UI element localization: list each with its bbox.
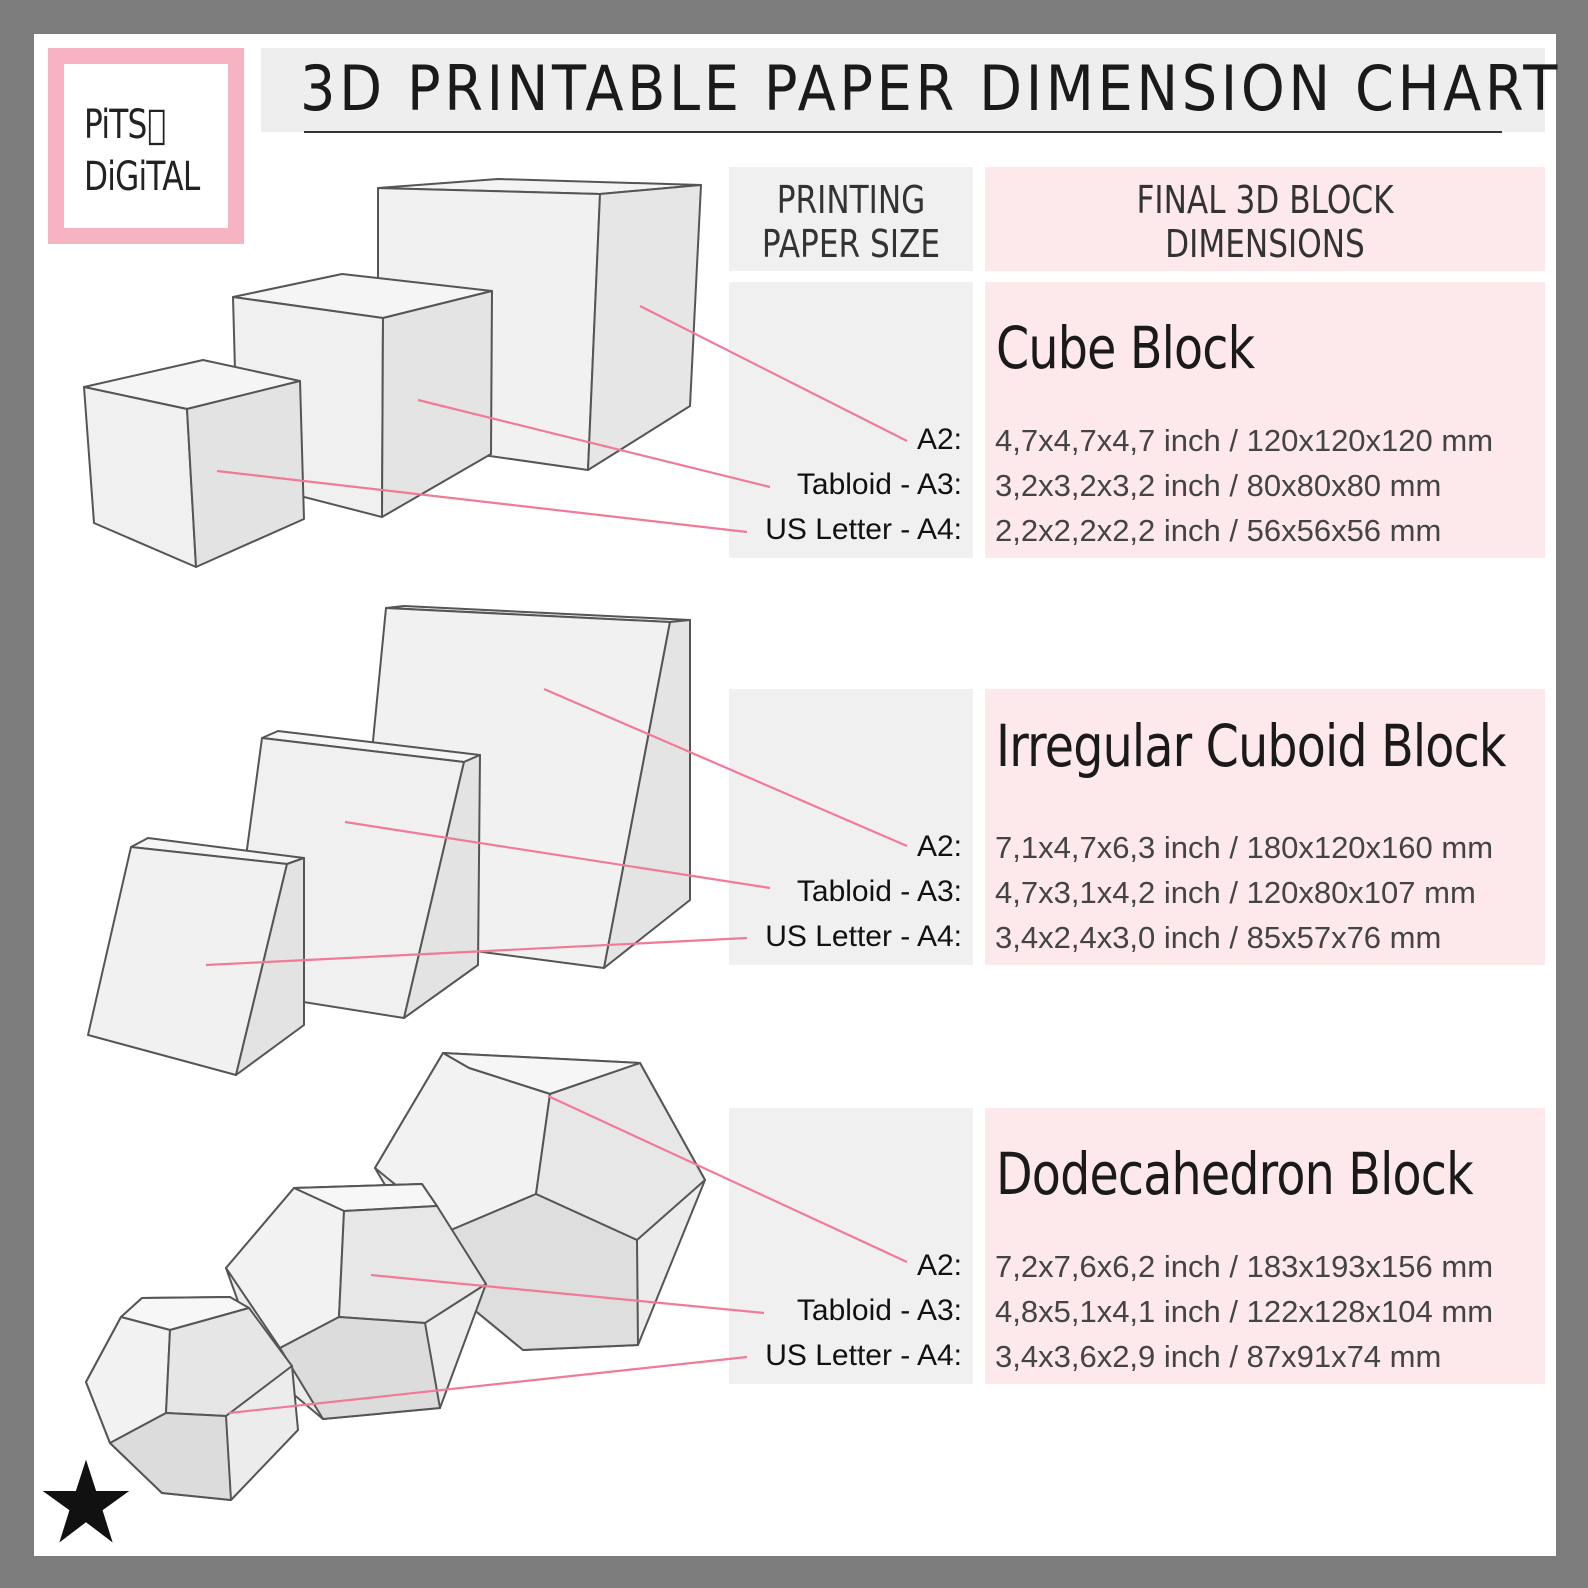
cube-dims-a4: 2,2x2,2x2,2 inch / 56x56x56 mm bbox=[995, 513, 1442, 548]
leader-dodeca-a2 bbox=[547, 1095, 908, 1263]
dodeca-size-cell bbox=[729, 1108, 973, 1384]
header-final-dims: FINAL 3D BLOCK DIMENSIONS bbox=[1035, 178, 1494, 266]
leader-cube-a4 bbox=[216, 469, 748, 534]
leader-dodeca-a3 bbox=[370, 1273, 765, 1315]
cuboid-size-a4: US Letter - A4: bbox=[765, 920, 962, 953]
dodeca-dims-cell bbox=[985, 1108, 1545, 1384]
cuboid-size-a3: Tabloid - A3: bbox=[796, 875, 962, 908]
page-title: 3D PRINTABLE PAPER DIMENSION CHART bbox=[300, 52, 1561, 125]
leader-lines bbox=[205, 305, 908, 1415]
cube-size-a4: US Letter - A4: bbox=[765, 513, 962, 546]
star-icon bbox=[42, 1459, 130, 1543]
leader-cube-a2 bbox=[639, 305, 908, 442]
cube-size-cell bbox=[729, 282, 973, 558]
dodeca-dims-a3: 4,8x5,1x4,1 inch / 122x128x104 mm bbox=[995, 1294, 1494, 1329]
cube-dims-a3: 3,2x3,2x3,2 inch / 80x80x80 mm bbox=[995, 468, 1442, 503]
cube-small-illustration bbox=[83, 359, 305, 568]
dodeca-small-illustration bbox=[85, 1296, 299, 1501]
title-bar bbox=[261, 48, 1545, 132]
header-paper-size-line1: PRINTING bbox=[776, 178, 926, 222]
cuboid-block-title: Irregular Cuboid Block bbox=[996, 712, 1506, 780]
header-paper-size: PRINTING PAPER SIZE bbox=[751, 178, 951, 266]
cuboid-size-a2: A2: bbox=[916, 830, 962, 863]
cuboid-dims-a3: 4,7x3,1x4,2 inch / 120x80x107 mm bbox=[995, 875, 1476, 910]
header-final-dims-line1: FINAL 3D BLOCK bbox=[1136, 178, 1394, 222]
header-paper-size-line2: PAPER SIZE bbox=[761, 222, 941, 266]
cuboid-dims-cell bbox=[985, 689, 1545, 965]
logo-line-2: DiGiTAL bbox=[84, 154, 200, 200]
leader-cuboid-a3 bbox=[344, 820, 771, 890]
header-final-dims-cell bbox=[985, 167, 1545, 271]
dodeca-dims-a2: 7,2x7,6x6,2 inch / 183x193x156 mm bbox=[995, 1249, 1494, 1284]
dodeca-size-a3: Tabloid - A3: bbox=[796, 1294, 962, 1327]
dodeca-dims-a4: 3,4x3,6x2,9 inch / 87x91x74 mm bbox=[995, 1339, 1442, 1374]
dodeca-block-title: Dodecahedron Block bbox=[996, 1140, 1474, 1208]
logo: PiTS⃞ DiGiTAL bbox=[48, 48, 244, 244]
cube-dims-cell bbox=[985, 282, 1545, 558]
leader-cuboid-a2 bbox=[543, 687, 908, 848]
cube-size-a2: A2: bbox=[916, 423, 962, 456]
dodeca-size-a4: US Letter - A4: bbox=[765, 1339, 962, 1372]
title-underline bbox=[304, 131, 1502, 133]
header-paper-size-cell bbox=[729, 167, 973, 271]
header-final-dims-line2: DIMENSIONS bbox=[1165, 222, 1365, 266]
cube-block-title: Cube Block bbox=[996, 314, 1255, 382]
cube-dims-a2: 4,7x4,7x4,7 inch / 120x120x120 mm bbox=[995, 423, 1494, 458]
leader-cuboid-a4 bbox=[205, 936, 748, 967]
logo-inner: PiTS⃞ DiGiTAL bbox=[64, 64, 228, 228]
cuboid-dims-a4: 3,4x2,4x3,0 inch / 85x57x76 mm bbox=[995, 920, 1442, 955]
cuboid-small-illustration bbox=[87, 837, 305, 1076]
cube-size-a3: Tabloid - A3: bbox=[796, 468, 962, 501]
cuboid-dims-a2: 7,1x4,7x6,3 inch / 180x120x160 mm bbox=[995, 830, 1494, 865]
logo-line-1: PiTS⃞ bbox=[84, 102, 166, 148]
dodeca-size-a2: A2: bbox=[916, 1249, 962, 1282]
cuboid-size-cell bbox=[729, 689, 973, 965]
leader-dodeca-a4 bbox=[228, 1355, 748, 1415]
leader-cube-a3 bbox=[417, 398, 771, 489]
